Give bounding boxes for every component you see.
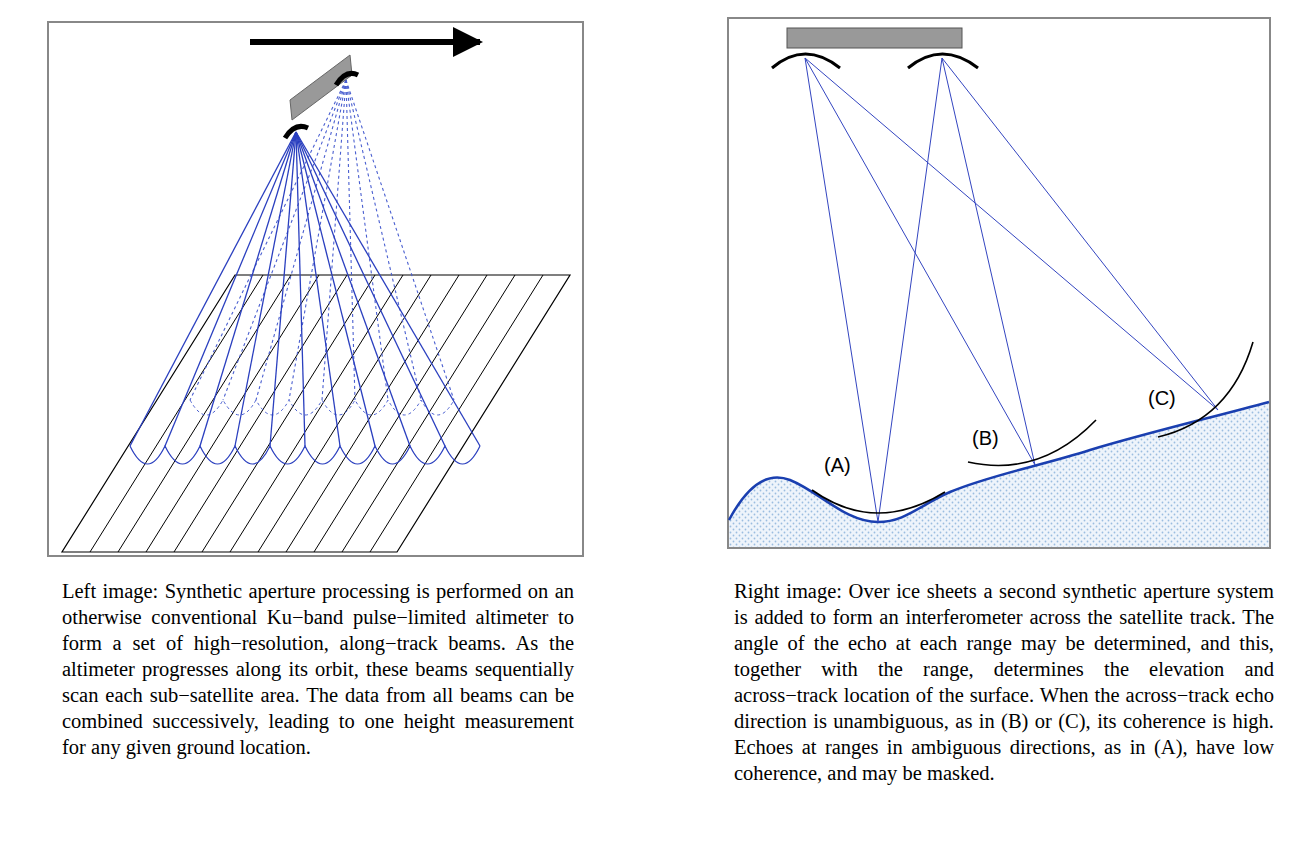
ground-grid — [90, 275, 543, 552]
beam-line — [270, 132, 296, 446]
beam-line — [165, 132, 296, 446]
beam-footprints — [190, 400, 454, 415]
beam-line — [223, 80, 346, 400]
beam-line — [296, 132, 445, 446]
beam-line — [296, 132, 410, 446]
grid-line — [370, 275, 543, 552]
grid-line — [118, 275, 291, 552]
grid-line — [230, 275, 403, 552]
satellite-body — [290, 55, 352, 120]
beam-line — [200, 132, 296, 446]
beam-line — [322, 80, 346, 400]
left-frame — [48, 22, 583, 556]
beam-line — [235, 132, 296, 446]
direction-arrow — [250, 39, 480, 45]
grid-line — [146, 275, 319, 552]
satellite-body — [787, 28, 962, 48]
beam-line — [346, 80, 421, 400]
dotted-beams — [190, 80, 454, 415]
callout-label: (A) — [822, 454, 853, 476]
ice-sheet — [729, 402, 1269, 547]
beam-line — [130, 132, 296, 446]
callout-label: (C) — [1146, 387, 1178, 409]
ice-surface — [729, 402, 1269, 522]
solid-beams — [130, 132, 480, 464]
beam-line — [256, 80, 346, 400]
ground-plane — [62, 275, 570, 552]
antenna — [336, 73, 358, 85]
echo-rays — [805, 58, 1218, 522]
beam-line — [296, 132, 305, 446]
right-frame — [728, 18, 1270, 548]
callout-label: (B) — [970, 427, 1001, 449]
antenna — [285, 126, 308, 138]
grid-line — [202, 275, 375, 552]
interferometer-illustration — [729, 28, 1269, 547]
caption-text: Left image: Synthetic aperture processin… — [62, 578, 574, 760]
grid-line — [90, 275, 263, 552]
beam-footprints — [130, 446, 480, 464]
grid-line — [258, 275, 431, 552]
grid-line — [342, 275, 515, 552]
beam-line — [296, 132, 375, 446]
caption-text: Right image: Over ice sheets a second sy… — [734, 578, 1274, 786]
sar-altimeter-illustration — [62, 42, 570, 552]
beam-line — [296, 132, 480, 446]
range-arcs — [812, 342, 1253, 513]
beam-line — [346, 80, 388, 400]
